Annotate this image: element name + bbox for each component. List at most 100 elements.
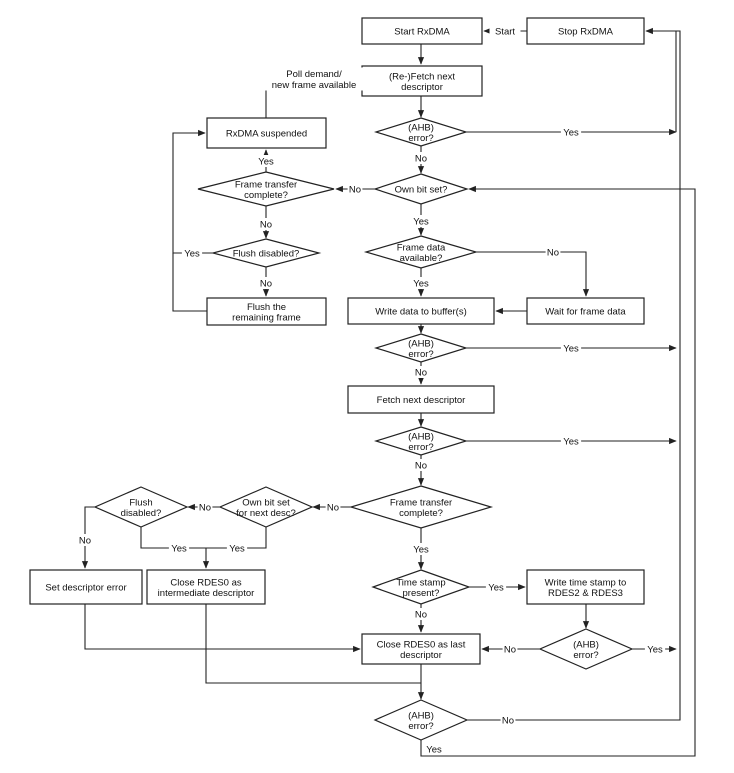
frame-transfer-complete-2-decision <box>348 485 494 529</box>
edge-label-yes-23: Yes <box>485 581 507 594</box>
edge-label-bg <box>258 277 274 289</box>
edge-label-yes-12: Yes <box>410 277 432 290</box>
edge-label-yes-5: Yes <box>255 155 277 168</box>
close-rdes0-intermediate-box <box>146 569 266 605</box>
edge-label-bg <box>423 743 445 755</box>
edge-label-no-6: No <box>347 183 363 196</box>
connector-16 <box>172 253 207 312</box>
edge-label-text: No <box>260 279 272 290</box>
edge-label-bg <box>325 501 341 513</box>
connector-10 <box>476 251 590 297</box>
edge-label-text: Yes <box>184 249 200 260</box>
edge-label-no-18: No <box>197 501 213 514</box>
ahb-error-3-label: (AHB)error? <box>408 431 434 453</box>
connector-15 <box>172 129 213 254</box>
edge-label-bg <box>644 643 666 655</box>
edge-label-bg <box>485 581 507 593</box>
edge-label-no-14: No <box>413 366 429 379</box>
connector-35 <box>205 604 421 684</box>
edge-label-bg <box>410 215 432 227</box>
ahb-error-2-decision <box>373 333 469 363</box>
ahb-error-5-label: (AHB)error? <box>408 710 434 732</box>
edge-label-yes-10: Yes <box>181 247 203 260</box>
edge-label-text: No <box>415 368 427 379</box>
stop-rxdma-node: Stop RxDMA <box>526 17 645 45</box>
ahb-error-1-node: (AHB)error? <box>373 117 469 147</box>
stop-rxdma-box <box>526 17 645 45</box>
ahb-error-4-label: (AHB)error? <box>573 639 599 661</box>
write-data-to-buffers-box <box>347 297 495 325</box>
start-rxdma-box <box>361 17 483 45</box>
wait-for-frame-data-box <box>526 297 645 325</box>
write-time-stamp-box <box>526 569 645 605</box>
time-stamp-present-decision <box>371 569 471 605</box>
edge-label-bg <box>410 277 432 289</box>
ahb-error-4-node: (AHB)error? <box>538 628 634 670</box>
edge-label-text: Yes <box>647 645 663 656</box>
stop-rxdma-label: Stop RxDMA <box>558 27 614 38</box>
connector-34 <box>84 604 361 653</box>
own-bit-set-node: Own bit set? <box>373 173 469 205</box>
edge-label-yes-22: Yes <box>410 543 432 556</box>
edge-label-bg <box>410 543 432 555</box>
set-descriptor-error-box <box>29 569 143 605</box>
edge-label-text: Yes <box>413 217 429 228</box>
own-bit-set-decision <box>373 173 469 205</box>
edge-label-yes-13: Yes <box>560 342 582 355</box>
connector-39 <box>420 185 696 757</box>
start-rxdma-node: Start RxDMA <box>361 17 483 45</box>
edge-label-bg <box>489 25 521 37</box>
edge-label-yes-15: Yes <box>560 435 582 448</box>
edge-label-no-27: No <box>500 714 516 727</box>
edge-label-text: Yes <box>426 745 442 756</box>
edge-label-yes-21: Yes <box>226 542 248 555</box>
rxdma-suspended-label: RxDMA suspended <box>226 129 307 140</box>
edge-label-text: Poll demand/new frame available <box>272 69 357 91</box>
edge-label-text: Yes <box>171 544 187 555</box>
edge-label-text: No <box>415 461 427 472</box>
rxdma-suspended-box <box>206 117 327 149</box>
edge-label-text: Yes <box>258 157 274 168</box>
edge-label-bg <box>413 366 429 378</box>
edge-label-bg <box>226 542 248 554</box>
ahb-error-3-decision <box>373 426 469 456</box>
start-rxdma-label: Start RxDMA <box>394 27 450 38</box>
edge-label-bg <box>197 501 213 513</box>
edge-label-bg <box>560 342 582 354</box>
edge-label-text: Yes <box>413 545 429 556</box>
edge-label-no-16: No <box>413 459 429 472</box>
ahb-error-1-decision <box>373 117 469 147</box>
edge-label-no-9: No <box>258 218 274 231</box>
fetch-next-descriptor-label: Fetch next descriptor <box>377 395 466 406</box>
edge-label-no-19: No <box>77 534 93 547</box>
edge-label-no-24: No <box>413 608 429 621</box>
edge-label-bg <box>500 714 516 726</box>
frame-transfer-complete-1-decision <box>197 171 335 207</box>
frame-data-available-decision <box>363 235 479 269</box>
edge-label-start-1: Start <box>489 25 521 38</box>
edge-label-text: No <box>327 503 339 514</box>
own-bit-set-label: Own bit set? <box>395 185 448 196</box>
connector-27 <box>81 506 95 569</box>
set-descriptor-error-label: Set descriptor error <box>45 583 126 594</box>
edge-label-bg <box>413 608 429 620</box>
edge-label-bg <box>77 534 93 546</box>
flush-remaining-frame-box <box>206 297 327 326</box>
close-rdes0-last-box <box>361 633 481 665</box>
edge-label-bg <box>181 247 203 259</box>
